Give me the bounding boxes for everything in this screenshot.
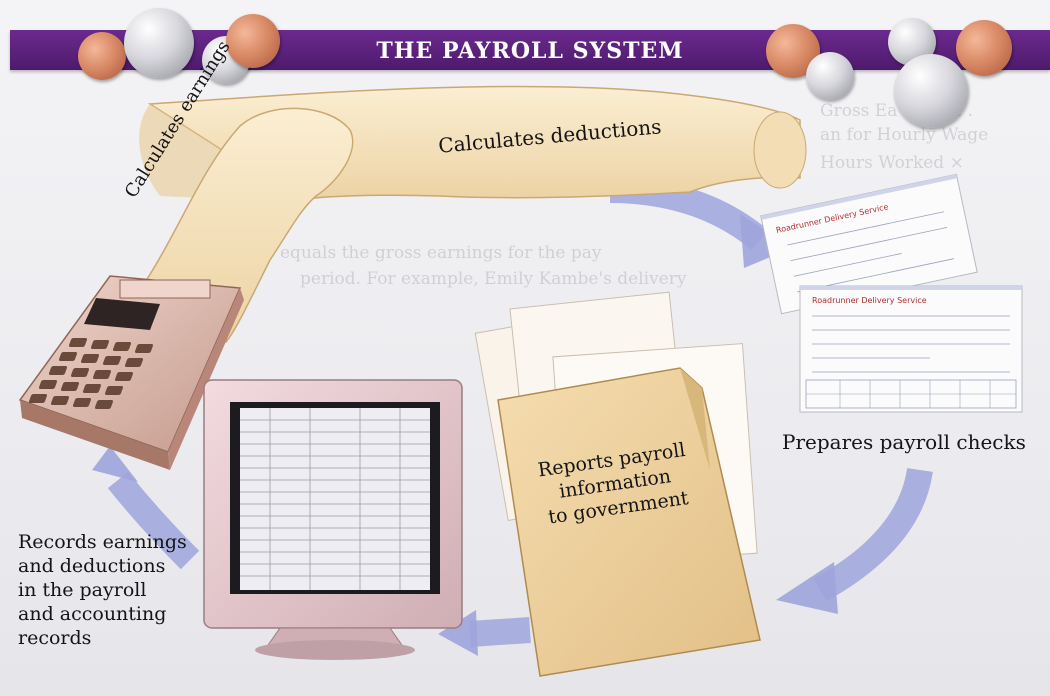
background-text: equals the gross earnings for the pay — [280, 243, 602, 263]
svg-text:Roadrunner Delivery Service: Roadrunner Delivery Service — [812, 296, 927, 305]
step-label-prepares-checks: Prepares payroll checks — [782, 430, 1026, 454]
records-label-line: Records earnings — [18, 531, 187, 553]
quarter-coin-icon — [124, 8, 194, 78]
penny-coin-icon — [78, 32, 126, 80]
records-label-line: records — [18, 627, 92, 649]
dime-coin-icon — [806, 52, 854, 100]
background-text: an for Hourly Wage — [820, 125, 989, 145]
report-folder — [497, 367, 761, 677]
records-label-line: and deductions — [18, 555, 166, 577]
background-text: period. For example, Emily Kambe's deliv… — [300, 269, 687, 289]
flow-arrow-to-monitor — [438, 610, 531, 656]
flow-arrow-to-folder — [776, 467, 933, 614]
penny-coin-icon — [226, 14, 280, 68]
step-label-records-earnings: Records earnings and deductions in the p… — [18, 530, 187, 650]
computer-monitor-icon — [203, 379, 463, 660]
background-text: Hours Worked × — [820, 153, 964, 173]
banner-title: THE PAYROLL SYSTEM — [376, 38, 684, 64]
records-label-line: and accounting — [18, 603, 167, 625]
quarter-coin-icon — [894, 54, 968, 128]
records-label-line: in the payroll — [18, 579, 147, 601]
penny-coin-icon — [956, 20, 1012, 76]
payroll-check: Roadrunner Delivery Service — [799, 285, 1023, 413]
flow-arrow-to-calculator — [92, 446, 200, 570]
